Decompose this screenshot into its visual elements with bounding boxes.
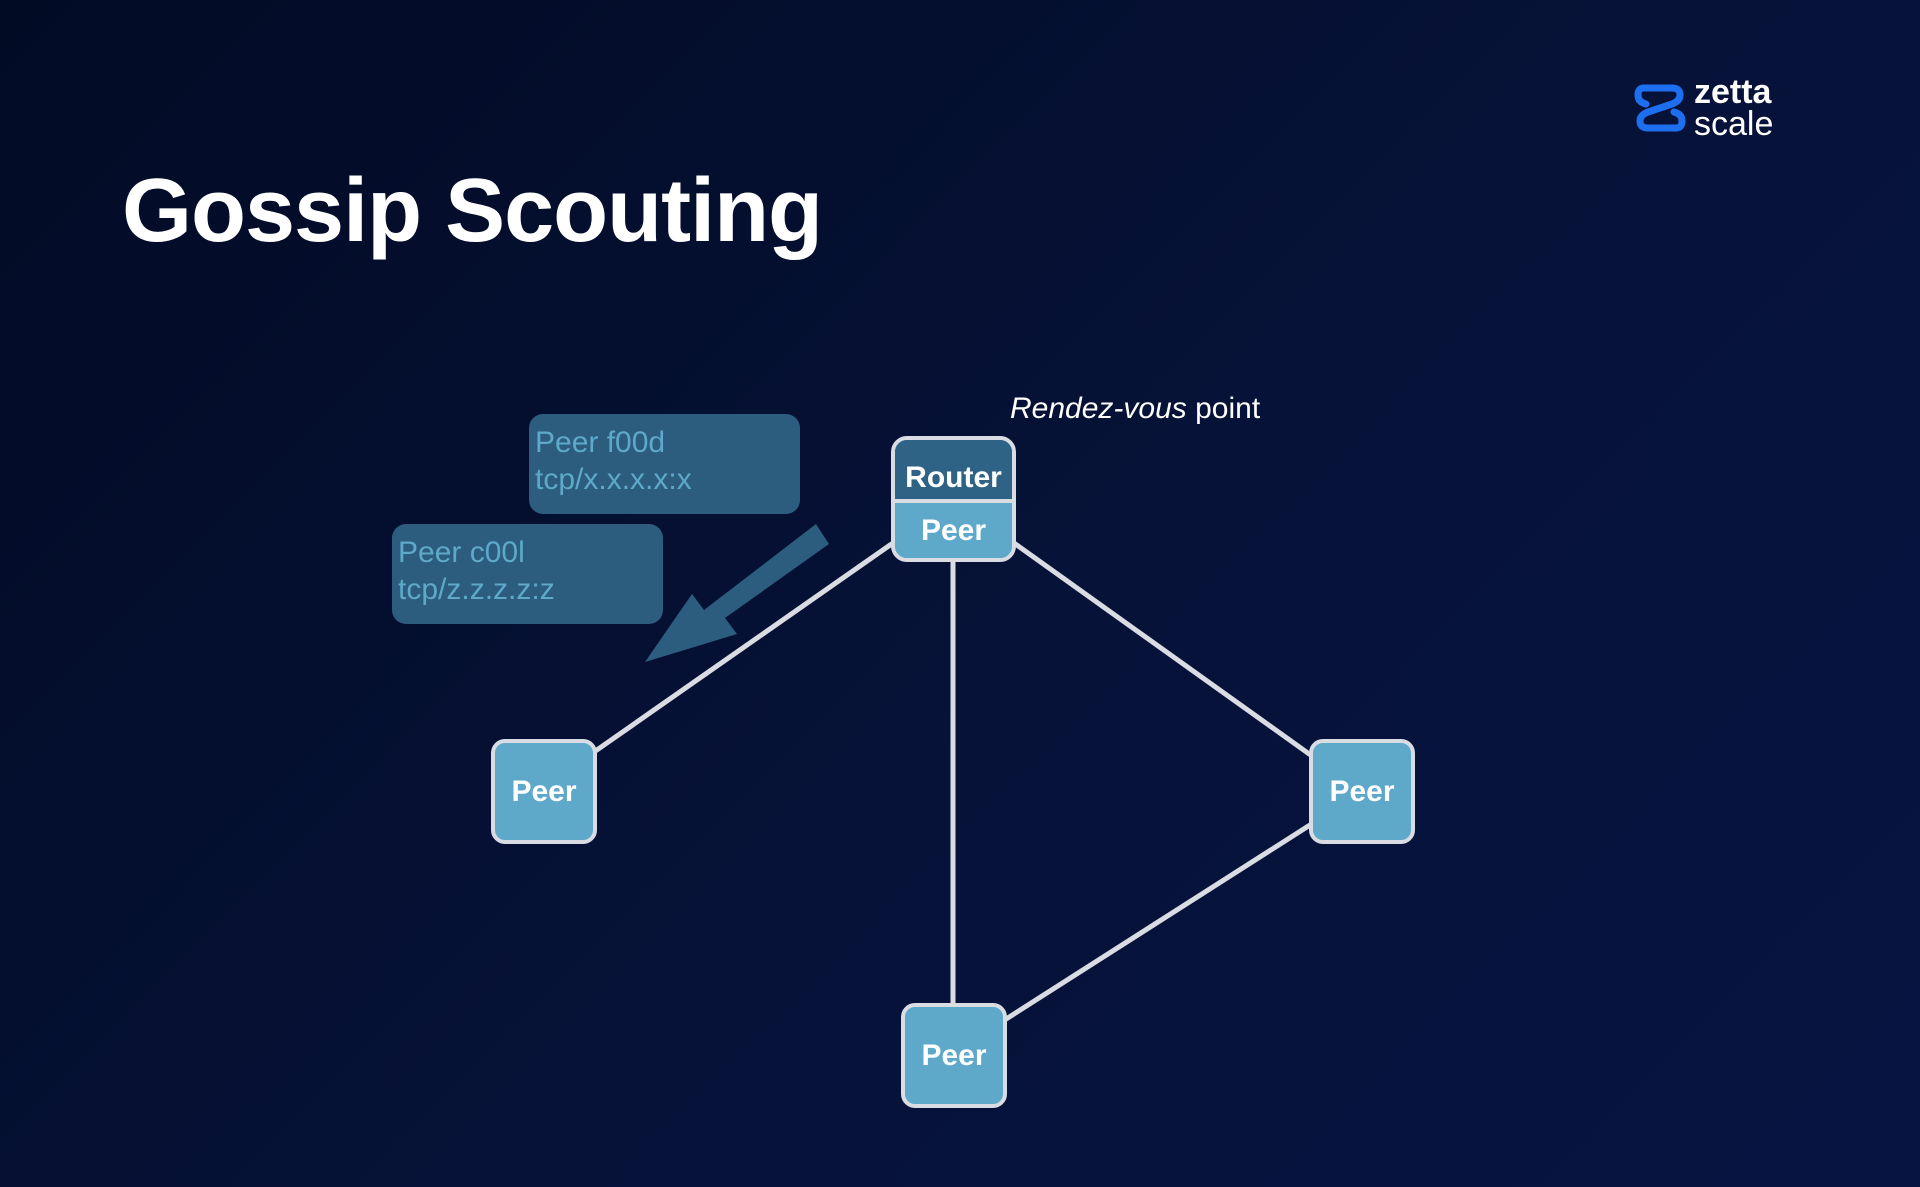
message-locator: tcp/x.x.x.x:x <box>535 463 692 496</box>
peer-node-right: Peer <box>1309 739 1415 844</box>
message-peer-id: Peer f00d <box>535 426 666 459</box>
gossip-message-f00d: Peer f00d tcp/x.x.x.x:x <box>529 414 800 514</box>
gossip-arrow <box>645 524 829 662</box>
logo-text-line2: scale <box>1694 105 1774 143</box>
rendezvous-label-italic: Rendez-vous <box>1010 392 1187 425</box>
link-router-left-peer <box>592 540 895 755</box>
router-label: Router <box>895 440 1012 503</box>
gossip-message-c00l: Peer c00l tcp/z.z.z.z:z <box>392 524 663 624</box>
router-peer-label: Peer <box>895 503 1012 558</box>
zettascale-logo: zetta scale <box>1632 73 1792 143</box>
link-router-right-peer <box>1012 540 1314 759</box>
logo-wordmark: zetta scale <box>1694 73 1774 143</box>
peer-node-left: Peer <box>491 739 597 844</box>
peer-node-bottom: Peer <box>901 1003 1007 1108</box>
message-peer-id: Peer c00l <box>398 536 525 569</box>
zettascale-logo-icon <box>1634 84 1686 132</box>
rendezvous-label-rest: point <box>1186 392 1261 425</box>
router-node: Router Peer <box>891 436 1016 562</box>
link-right-peer-bottom-peer <box>1001 822 1312 1024</box>
page-title: Gossip Scouting <box>122 161 823 261</box>
rendezvous-label: Rendez-vous point <box>1010 392 1260 426</box>
message-locator: tcp/z.z.z.z:z <box>398 573 555 606</box>
logo-text-line1: zetta <box>1694 73 1772 111</box>
